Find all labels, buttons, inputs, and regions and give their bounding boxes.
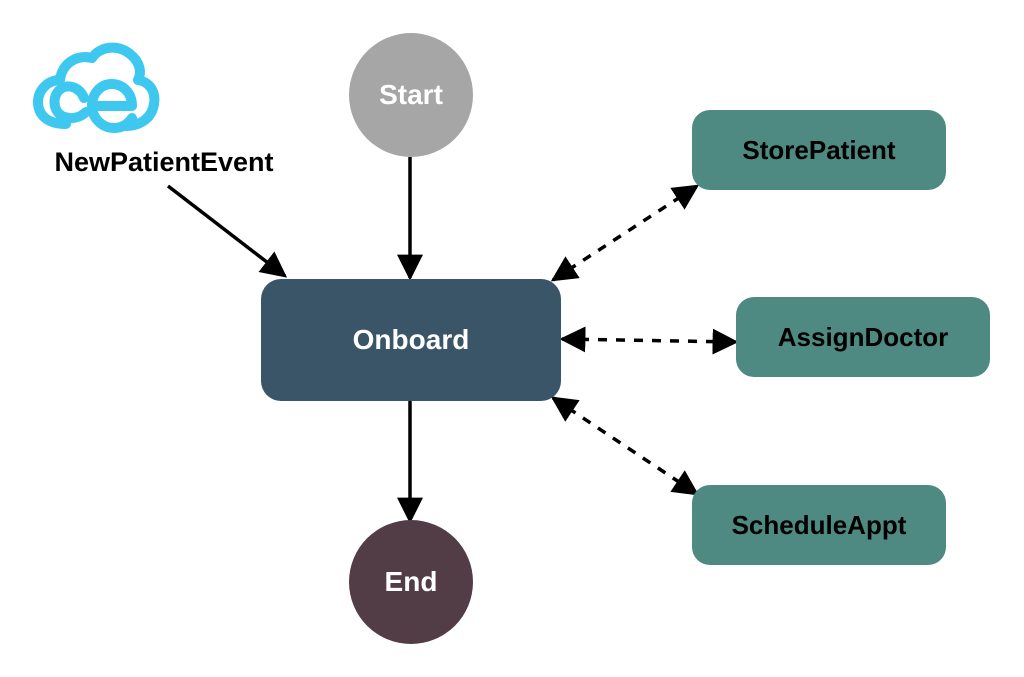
end-node-label: End	[384, 566, 438, 597]
assign-doctor-node-label: AssignDoctor	[777, 321, 949, 352]
cloudevents-logo-icon	[33, 42, 160, 133]
onboard-node-label: Onboard	[352, 324, 470, 355]
start-node-label: Start	[379, 79, 443, 110]
edge-onboard-scheduleappt	[550, 396, 700, 496]
end-node[interactable]: End	[349, 520, 473, 644]
store-patient-node[interactable]: StorePatient	[692, 110, 946, 190]
schedule-appt-node[interactable]: ScheduleAppt	[692, 485, 946, 565]
assign-doctor-node[interactable]: AssignDoctor	[736, 297, 990, 377]
edge-onboard-assigndoctor	[559, 326, 739, 355]
schedule-appt-node-label: ScheduleAppt	[731, 509, 907, 540]
edge-event-to-onboard	[166, 184, 288, 278]
start-node[interactable]: Start	[349, 33, 473, 157]
store-patient-node-label: StorePatient	[742, 134, 896, 165]
new-patient-event-label: NewPatientEvent	[54, 146, 274, 177]
onboard-node[interactable]: Onboard	[261, 279, 561, 401]
edge-onboard-storepatient	[550, 184, 700, 282]
